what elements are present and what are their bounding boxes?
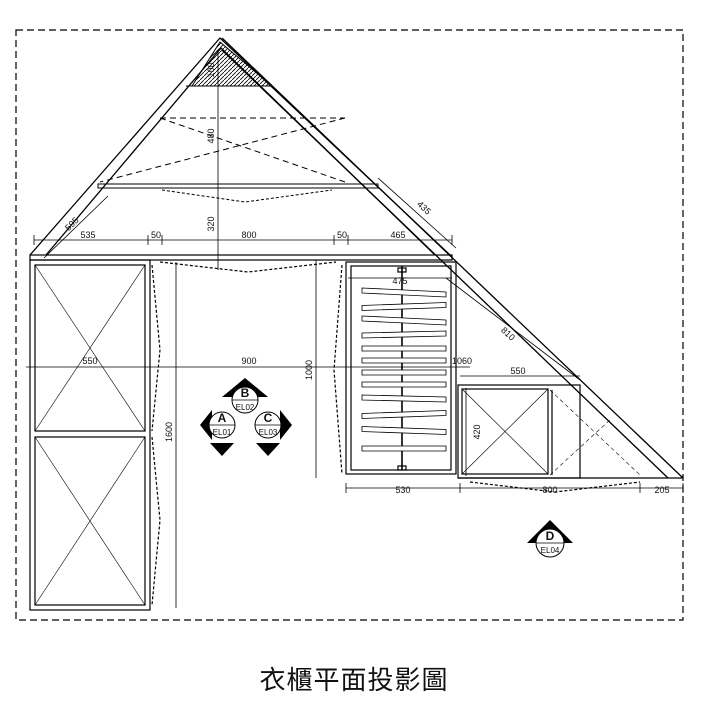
callout-c-ref: EL03 <box>259 428 278 437</box>
dim-bottom-left: 530 <box>395 485 410 495</box>
callout-b-ref: EL02 <box>236 403 255 412</box>
dim-apex-lower: 320 <box>206 216 216 231</box>
dim-closet-height: 1000 <box>304 360 314 380</box>
dim-left-height: 1600 <box>164 422 174 442</box>
dim-center-width: 900 <box>241 356 256 366</box>
right-lower-cabinet <box>457 384 683 493</box>
wardrobe-plan-drawing: 535 50 800 50 465 595 435 100 480 320 55… <box>15 29 684 621</box>
dim-top-middle: 800 <box>241 230 256 240</box>
callout-d: D EL04 <box>527 520 573 558</box>
drawing-boundary <box>15 29 684 621</box>
dim-top-right: 465 <box>390 230 405 240</box>
hanger <box>361 410 447 419</box>
dim-top-gap-left: 50 <box>151 230 161 240</box>
dim-top-gap-right: 50 <box>337 230 347 240</box>
callout-b-letter: B <box>241 386 250 400</box>
hanger <box>361 302 447 311</box>
drawing-caption: 衣櫃平面投影圖 <box>259 666 449 696</box>
hanger <box>361 426 447 435</box>
hanger <box>361 381 447 388</box>
dim-diag-lower-right: 810 <box>499 325 517 343</box>
hanger <box>361 369 447 376</box>
hanger <box>361 330 447 339</box>
callout-d-ref: EL04 <box>541 546 560 555</box>
callout-a-letter: A <box>218 411 227 425</box>
callout-b: B EL02 <box>222 378 268 414</box>
callout-c: C EL03 <box>254 410 292 456</box>
triangle-inner-shelves <box>97 85 379 203</box>
callout-c-letter: C <box>264 411 273 425</box>
left-cabinet-column <box>29 259 161 611</box>
dim-left-depth: 550 <box>82 356 97 366</box>
hanger <box>361 445 447 452</box>
dimension-lines <box>26 50 684 608</box>
callout-a-ref: EL01 <box>213 428 232 437</box>
dim-rail-width: 475 <box>392 276 407 286</box>
dim-right-box-width: 550 <box>510 366 525 376</box>
hanger <box>361 394 447 403</box>
top-shelf <box>29 254 453 273</box>
hanging-closet <box>333 261 457 475</box>
dim-bottom-middle: 800 <box>542 485 557 495</box>
dim-right-width: 1060 <box>452 356 472 366</box>
hanger <box>361 357 447 364</box>
hanger <box>361 345 447 352</box>
triangle-outline <box>29 37 684 479</box>
hanger-group <box>361 287 447 452</box>
callout-d-letter: D <box>546 529 555 543</box>
dim-apex-depth: 480 <box>206 128 216 143</box>
callout-a: A EL01 <box>200 410 236 456</box>
dim-top-width: 535 <box>80 230 95 240</box>
hanger <box>361 315 447 326</box>
dim-apex-small: 100 <box>206 62 216 77</box>
dim-right-box-depth: 420 <box>472 424 482 439</box>
dim-bottom-right: 205 <box>654 485 669 495</box>
hanger <box>361 287 447 298</box>
